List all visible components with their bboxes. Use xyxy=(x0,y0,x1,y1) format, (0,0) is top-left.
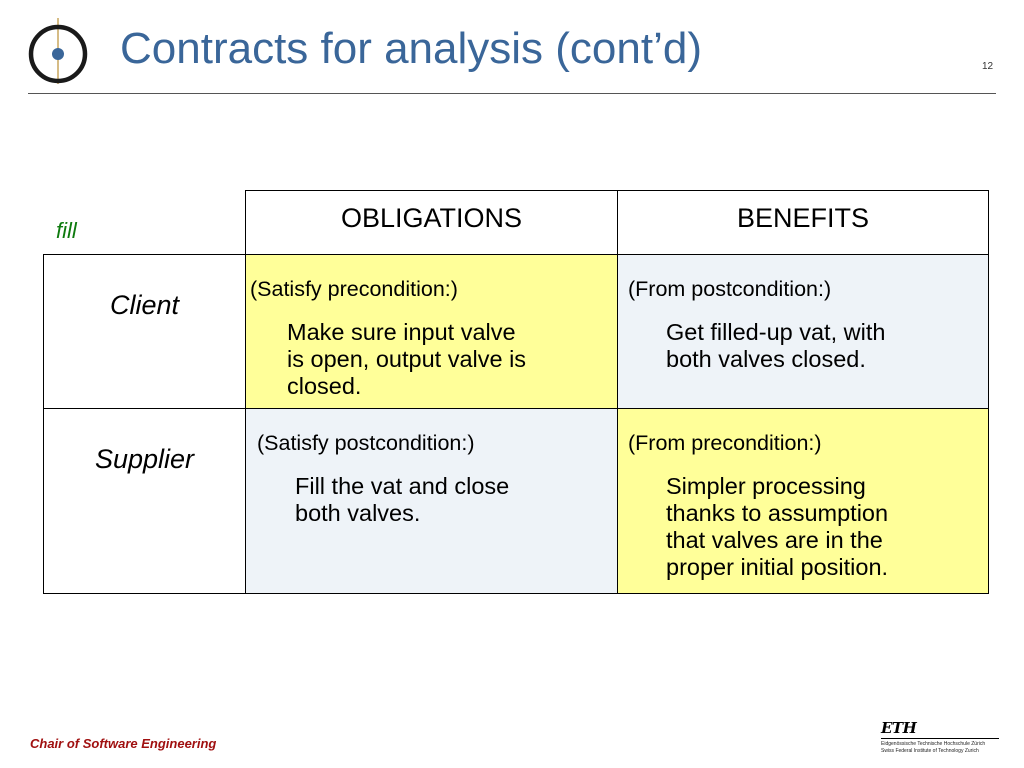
text-line: is open, output valve is xyxy=(287,346,527,372)
client-obligation-text: Make sure input valve is open, output va… xyxy=(287,319,526,400)
supplier-obligation-cell: (Satisfy postcondition:) Fill the vat an… xyxy=(245,408,618,594)
footer-chair-name: Chair of Software Engineering xyxy=(30,736,217,751)
header-obligations: OBLIGATIONS xyxy=(245,190,618,255)
slide-number: 12 xyxy=(982,61,994,72)
text-line: Get filled-up vat, with xyxy=(666,319,886,345)
text-line: Make sure input valve xyxy=(287,319,516,345)
text-line: that valves are in the xyxy=(666,527,883,553)
eth-name-german: Eidgenössische Technische Hochschule Zür… xyxy=(881,741,986,747)
supplier-benefit-text: Simpler processing thanks to assumption … xyxy=(666,473,888,581)
client-obligation-condition: (Satisfy precondition:) xyxy=(250,277,458,301)
chair-logo-icon xyxy=(26,18,88,86)
header-benefits-label: BENEFITS xyxy=(736,203,870,233)
role-supplier: Supplier xyxy=(43,408,246,594)
supplier-benefit-condition: (From precondition:) xyxy=(628,431,822,455)
text-line: closed. xyxy=(287,373,362,399)
text-line: both valves closed. xyxy=(666,346,866,372)
text-line: Simpler processing xyxy=(666,473,866,499)
role-client: Client xyxy=(43,254,246,409)
text-line: both valves. xyxy=(295,500,421,526)
text-line: proper initial position. xyxy=(666,554,889,580)
title-divider xyxy=(28,93,996,94)
eth-logo-icon: ETH Eidgenössische Technische Hochschule… xyxy=(881,719,1001,755)
eth-name-english: Swiss Federal Institute of Technology Zu… xyxy=(881,748,979,754)
text-line: Fill the vat and close xyxy=(295,473,510,499)
client-benefit-text: Get filled-up vat, with both valves clos… xyxy=(666,319,885,373)
client-benefit-cell: (From postcondition:) Get filled-up vat,… xyxy=(617,254,989,409)
client-benefit-condition: (From postcondition:) xyxy=(628,277,832,301)
role-supplier-label: Supplier xyxy=(94,444,195,474)
supplier-obligation-condition: (Satisfy postcondition:) xyxy=(257,431,475,455)
client-obligation-cell: (Satisfy precondition:) Make sure input … xyxy=(245,254,618,409)
feature-name-label: fill xyxy=(56,218,77,243)
role-client-label: Client xyxy=(109,290,180,320)
supplier-obligation-text: Fill the vat and close both valves. xyxy=(295,473,509,527)
eth-mark: ETH xyxy=(881,719,917,737)
eth-divider xyxy=(881,738,999,739)
header-benefits: BENEFITS xyxy=(617,190,989,255)
text-line: thanks to assumption xyxy=(666,500,889,526)
slide-title: Contracts for analysis (cont’d) xyxy=(120,24,702,73)
header-obligations-label: OBLIGATIONS xyxy=(340,203,523,233)
supplier-benefit-cell: (From precondition:) Simpler processing … xyxy=(617,408,989,594)
